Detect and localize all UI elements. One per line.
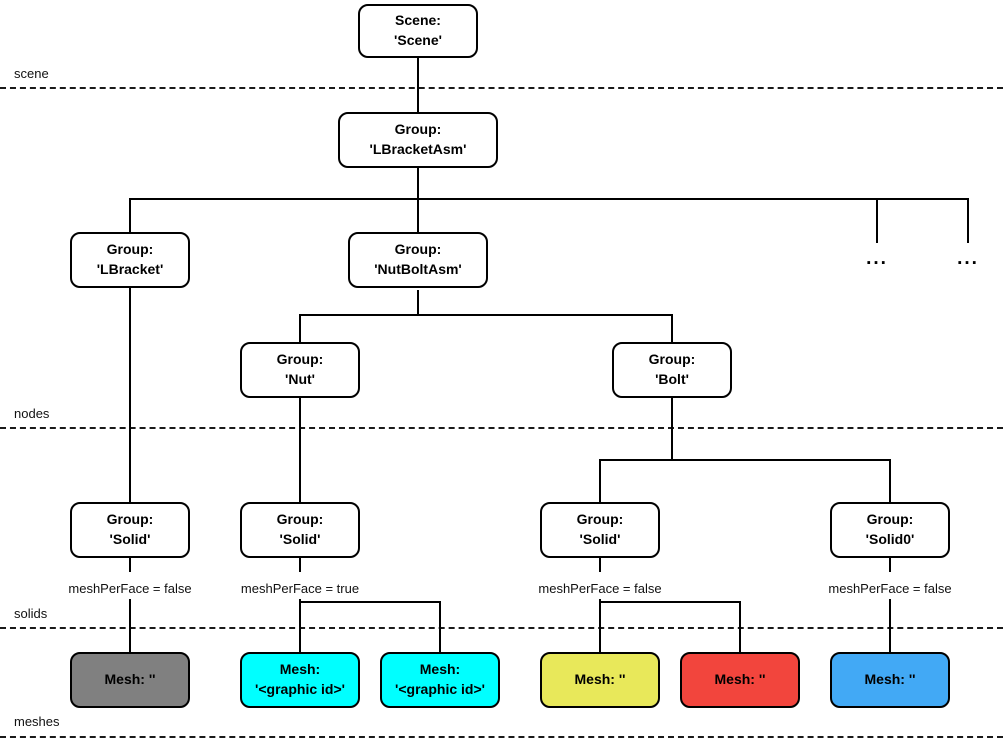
- node-label: Mesh: '': [714, 671, 766, 688]
- node-label: Group:: [576, 511, 624, 528]
- node-label: 'Solid': [279, 531, 321, 547]
- node-mesh-yellow: Mesh: '': [540, 652, 660, 708]
- node-group-solid-nut: Group: 'Solid': [240, 502, 360, 558]
- layer-separator-scene: [0, 87, 1003, 89]
- node-group-solid0: Group: 'Solid0': [830, 502, 950, 558]
- connector-line: [439, 601, 441, 652]
- node-group-bolt: Group: 'Bolt': [612, 342, 732, 398]
- connector-line: [671, 314, 673, 342]
- node-label: 'LBracket': [96, 261, 164, 277]
- node-label: 'NutBoltAsm': [374, 261, 462, 277]
- connector-line: [599, 459, 601, 502]
- connector-line: [599, 601, 741, 603]
- node-label: Mesh: '': [864, 671, 916, 688]
- node-mesh-red: Mesh: '': [680, 652, 800, 708]
- node-mesh-gray: Mesh: '': [70, 652, 190, 708]
- node-label: 'Solid': [109, 531, 151, 547]
- connector-line: [417, 290, 419, 316]
- node-label: 'Bolt': [655, 371, 689, 387]
- node-group-nut: Group: 'Nut': [240, 342, 360, 398]
- node-mesh-cyan-1: Mesh: '<graphic id>': [240, 652, 360, 708]
- node-label: Group:: [106, 511, 154, 528]
- layer-separator-nodes: [0, 427, 1003, 429]
- meshperface-annotation: meshPerFace = false: [68, 581, 192, 596]
- connector-line: [417, 58, 419, 112]
- layer-separator-meshes: [0, 736, 1003, 738]
- connector-line: [129, 599, 131, 652]
- connector-line: [889, 599, 891, 652]
- connector-line: [129, 558, 131, 572]
- connector-line: [967, 198, 969, 243]
- meshperface-annotation: meshPerFace = false: [828, 581, 952, 596]
- node-group-nutboltasm: Group: 'NutBoltAsm': [348, 232, 488, 288]
- node-scene: Scene: 'Scene': [358, 4, 478, 58]
- layer-label-meshes: meshes: [14, 714, 60, 729]
- ellipsis-node: ...: [957, 248, 979, 269]
- node-label: Group:: [866, 511, 914, 528]
- node-label: 'Solid0': [865, 531, 915, 547]
- node-group-lbracketasm: Group: 'LBracketAsm': [338, 112, 498, 168]
- layer-label-solids: solids: [14, 606, 48, 621]
- meshperface-annotation: meshPerFace = false: [538, 581, 662, 596]
- node-mesh-cyan-2: Mesh: '<graphic id>': [380, 652, 500, 708]
- ellipsis-node: ...: [866, 248, 888, 269]
- connector-line: [876, 198, 878, 243]
- node-label: Group:: [276, 511, 324, 528]
- node-label: 'Nut': [285, 371, 315, 387]
- layer-separator-solids: [0, 627, 1003, 629]
- connector-line: [299, 558, 301, 572]
- connector-line: [417, 168, 419, 232]
- node-label: Group:: [106, 241, 154, 258]
- node-label: Mesh: '': [104, 671, 156, 688]
- node-group-solid-lbracket: Group: 'Solid': [70, 502, 190, 558]
- connector-line: [889, 558, 891, 572]
- layer-label-scene: scene: [14, 66, 49, 81]
- connector-line: [599, 459, 891, 461]
- node-label: Group:: [276, 351, 324, 368]
- node-mesh-blue: Mesh: '': [830, 652, 950, 708]
- connector-line: [739, 601, 741, 652]
- connector-line: [129, 198, 969, 200]
- node-label: 'LBracketAsm': [369, 141, 467, 157]
- connector-line: [299, 398, 301, 502]
- connector-line: [299, 599, 301, 652]
- node-label: Scene:: [395, 12, 441, 29]
- layer-label-nodes: nodes: [14, 406, 50, 421]
- meshperface-annotation: meshPerFace = true: [240, 581, 360, 596]
- node-label: '<graphic id>': [255, 681, 345, 697]
- node-label: Group:: [648, 351, 696, 368]
- connector-line: [299, 601, 441, 603]
- connector-line: [299, 314, 673, 316]
- node-label: '<graphic id>': [395, 681, 485, 697]
- connector-line: [599, 599, 601, 652]
- node-group-solid-bolt: Group: 'Solid': [540, 502, 660, 558]
- node-group-lbracket: Group: 'LBracket': [70, 232, 190, 288]
- connector-line: [129, 288, 131, 502]
- node-label: 'Scene': [394, 32, 442, 48]
- connector-line: [299, 314, 301, 342]
- connector-line: [889, 459, 891, 502]
- node-label: Mesh:: [279, 661, 321, 678]
- node-label: 'Solid': [579, 531, 621, 547]
- node-label: Mesh:: [419, 661, 461, 678]
- node-label: Group:: [394, 241, 442, 258]
- connector-line: [671, 398, 673, 460]
- node-label: Mesh: '': [574, 671, 626, 688]
- node-label: Group:: [394, 121, 442, 138]
- connector-line: [599, 558, 601, 572]
- connector-line: [129, 198, 131, 232]
